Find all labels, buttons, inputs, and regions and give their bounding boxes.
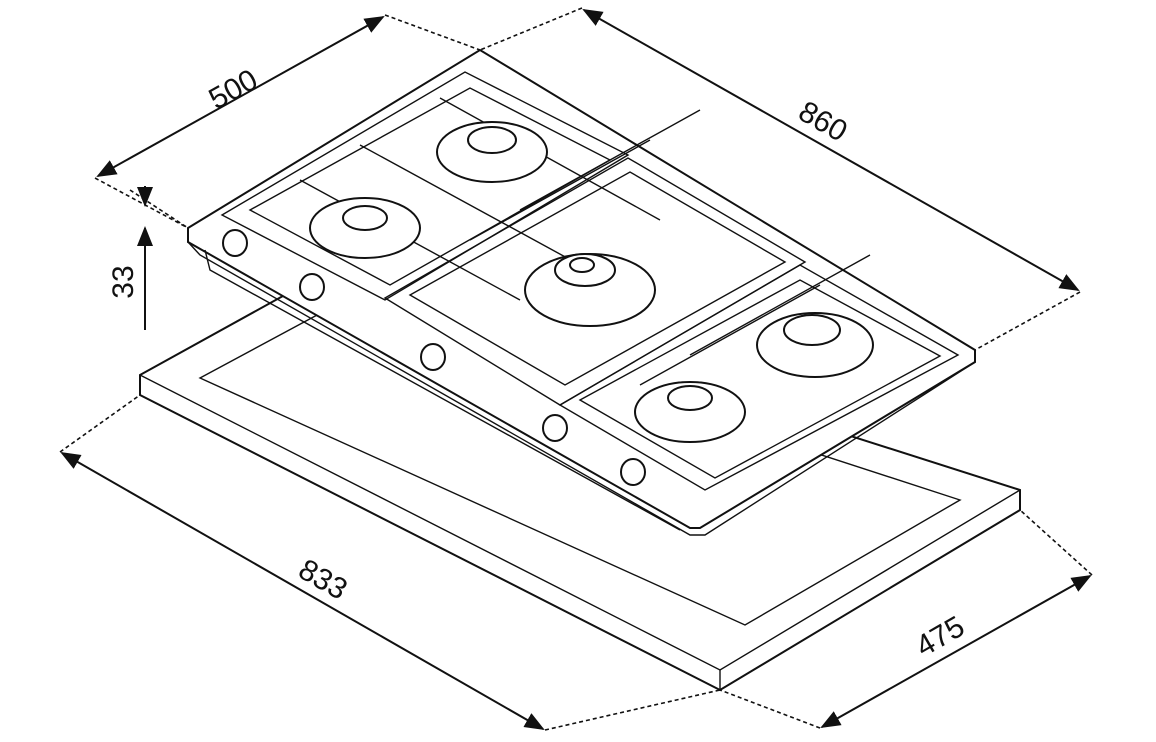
dimension-label-cutout-width: 833 xyxy=(293,553,353,607)
dimension-label-depth: 500 xyxy=(204,63,264,116)
control-knobs xyxy=(222,229,646,486)
dimension-label-width: 860 xyxy=(793,95,853,149)
dimension-33: 33 xyxy=(107,186,153,330)
extension-lines xyxy=(59,7,1093,731)
dimension-label-height: 33 xyxy=(107,265,140,298)
dimension-label-cutout-depth: 475 xyxy=(910,610,970,664)
